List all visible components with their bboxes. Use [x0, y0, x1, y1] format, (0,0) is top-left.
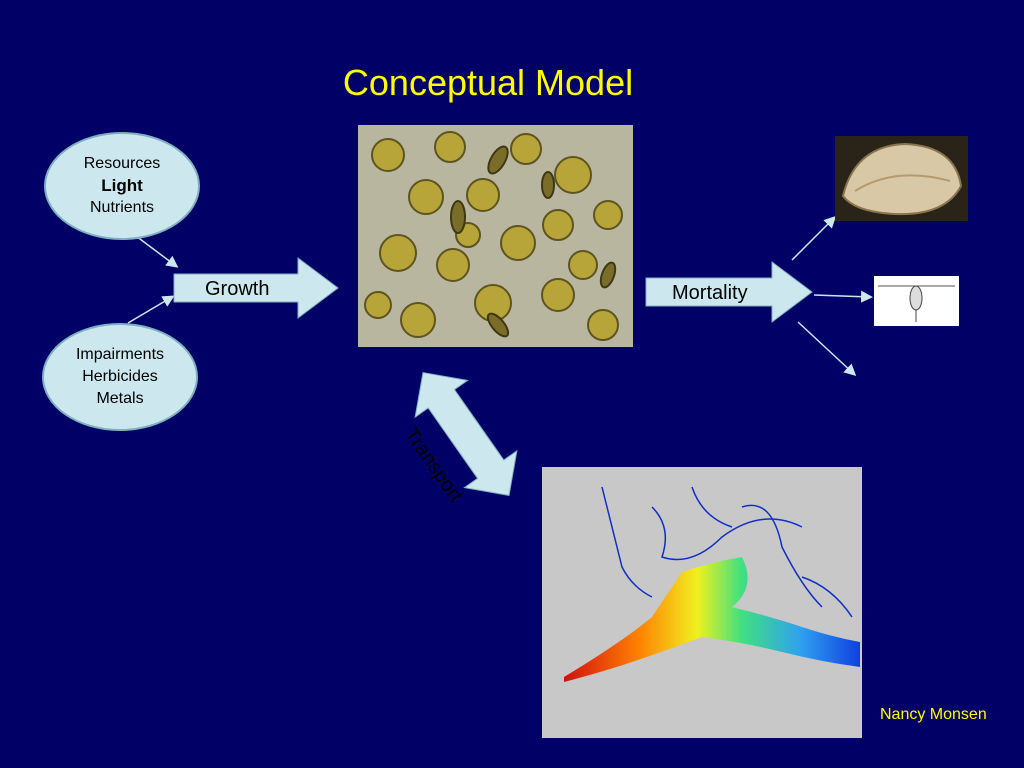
growth-label: Growth — [205, 278, 270, 300]
mortality-label: Mortality — [672, 282, 748, 304]
connector-resources-growth — [135, 235, 179, 268]
slide-title: Conceptual Model — [342, 62, 634, 103]
connector-to-blank — [797, 321, 857, 377]
copepod-image — [874, 276, 959, 326]
light-label: Light — [101, 176, 143, 195]
resources-oval: Resources Light Nutrients — [44, 132, 200, 240]
phytoplankton-drawing — [358, 125, 633, 347]
connector-impairments-growth — [127, 295, 175, 324]
clam-image — [835, 136, 968, 221]
impairments-label: Impairments — [75, 346, 165, 363]
herbicides-label: Herbicides — [82, 368, 158, 385]
clam-drawing — [835, 136, 968, 221]
copepod-drawing — [874, 276, 959, 326]
phytoplankton-image — [358, 125, 633, 347]
connector-to-copepod — [813, 290, 873, 303]
growth-arrow — [173, 257, 339, 319]
transport-arrow — [414, 371, 518, 497]
nutrients-label: Nutrients — [89, 199, 155, 216]
impairments-oval: Impairments Herbicides Metals — [42, 323, 198, 431]
mortality-arrow — [645, 261, 813, 323]
bay-map-drawing — [542, 467, 862, 738]
metals-label: Metals — [96, 390, 144, 407]
bay-model-map — [542, 467, 862, 738]
connector-to-clam — [791, 215, 837, 261]
image-credit: Nancy Monsen — [880, 706, 987, 723]
resources-label: Resources — [83, 155, 161, 172]
